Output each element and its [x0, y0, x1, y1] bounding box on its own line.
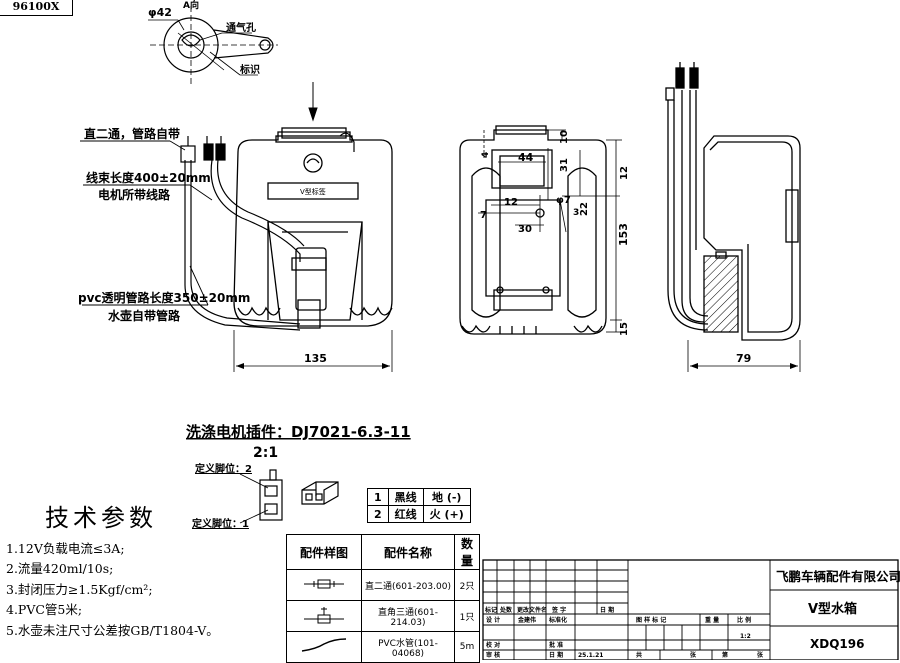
tb-label-count: 处数 — [499, 606, 513, 614]
back-view-dimensions — [478, 129, 622, 333]
tb-scale-label: 比 例 — [737, 616, 751, 624]
tb-approve: 批 准 — [549, 641, 563, 649]
back-dim-10: 10 — [559, 130, 570, 144]
tb-page: 第 — [721, 651, 728, 659]
tb-weight: 重 量 — [705, 616, 719, 624]
tech-params: 技术参数 1.12V负载电流≤3A; 2.流量420ml/10s; 3.封闭压力… — [6, 498, 236, 641]
pin-no: 2 — [367, 505, 389, 523]
connector-pin2-label: 定义脚位：2 — [195, 462, 252, 475]
title-block — [482, 559, 899, 660]
back-dim-12a: 12 — [504, 197, 518, 208]
side-view-tank — [665, 62, 801, 372]
pin-wire: 黑线 — [387, 488, 424, 506]
straight-connector-icon — [286, 569, 362, 601]
tb-drawing-no: XDQ196 — [810, 637, 864, 651]
tech-item: 5.水壶未注尺寸公差按GB/T1804-V。 — [6, 622, 219, 638]
view-arrow-label: A向 — [183, 0, 199, 11]
parts-header-image: 配件样图 — [286, 534, 362, 570]
pin-func: 火 (+) — [422, 505, 471, 523]
back-dim-31: 31 — [559, 158, 570, 172]
tech-item: 1.12V负载电流≤3A; — [6, 541, 125, 556]
connector-pin1-label: 定义脚位：1 — [192, 517, 249, 530]
drawing-code-label: 96100X — [12, 0, 60, 13]
front-view-tank — [233, 127, 393, 372]
connector-drawing — [239, 469, 339, 524]
pin-row: 1 黑线 地 (-) — [367, 488, 471, 506]
parts-header-name: 配件名称 — [361, 534, 455, 570]
tb-scale-value: 1:2 — [740, 633, 751, 640]
tb-stage-mark: 图 样 标 记 — [636, 616, 666, 624]
back-dim-3: 3 — [573, 208, 579, 218]
tb-review: 审 核 — [486, 651, 500, 659]
front-callout-pvc-2: 水壶自带管路 — [108, 308, 181, 323]
tb-design: 设 计 — [486, 616, 500, 624]
tb-sheets: 张 — [690, 651, 697, 659]
top-view — [148, 6, 278, 84]
parts-row: 直二通(601-203.00) 2只 — [286, 569, 480, 601]
drawing-code-box: 96100X — [0, 0, 73, 16]
part-qty: 2只 — [454, 569, 480, 601]
part-qty: 1只 — [454, 600, 480, 632]
connector-title: 洗涤电机插件：DJ7021-6.3-11 — [186, 423, 411, 441]
back-dim-153: 153 — [617, 223, 630, 246]
pin-no: 1 — [367, 488, 389, 506]
topview-vent: 通气孔 — [226, 21, 256, 34]
front-callout-leaders — [80, 140, 213, 306]
back-dim-7: 7 — [480, 210, 487, 221]
tb-total: 共 — [636, 651, 642, 659]
tech-item: 3.封闭压力≥1.5Kgf/cm²; — [6, 581, 153, 597]
side-dim-depth: 79 — [736, 352, 751, 365]
pin-func: 地 (-) — [422, 488, 471, 506]
tb-check: 校 对 — [486, 641, 500, 649]
back-dim-12b: 12 — [619, 166, 630, 180]
tb-label-change: 更改文件名 — [517, 606, 547, 614]
back-dim-44: 44 — [518, 151, 534, 164]
front-dim-width: 135 — [304, 352, 327, 365]
back-dim-22: 22 — [579, 202, 590, 216]
tech-title: 技术参数 — [45, 504, 157, 532]
parts-header-qty: 数量 — [454, 534, 480, 570]
tb-date-label: 日 期 — [549, 651, 563, 659]
tb-label-date: 日 期 — [600, 606, 614, 614]
pin-table: 1 黑线 地 (-) 2 红线 火 (+) — [367, 488, 471, 523]
tb-company: 飞鹏车辆配件有限公司 — [776, 569, 900, 584]
pvc-hose-icon — [286, 631, 362, 663]
back-dim-4: 4 — [481, 152, 491, 158]
tb-part-name: V型水箱 — [808, 601, 857, 617]
part-name: PVC水管(101-04068) — [361, 631, 455, 663]
front-label-plate: V型标签 — [300, 187, 326, 196]
front-callout-harness-2: 电机所带线路 — [98, 187, 171, 202]
back-dim-30: 30 — [518, 224, 532, 235]
part-name: 直角三通(601-214.03) — [361, 600, 455, 632]
tb-label-mark: 标记 — [484, 606, 497, 614]
back-view-tank — [459, 125, 607, 335]
tech-item: 4.PVC管5米; — [6, 602, 83, 618]
back-dim-15: 15 — [619, 322, 630, 336]
tb-date-value: 25.1.21 — [578, 652, 603, 659]
part-name: 直二通(601-203.00) — [361, 569, 455, 601]
parts-row: 直角三通(601-214.03) 1只 — [286, 600, 480, 632]
front-callout-straight: 直二通，管路自带 — [84, 126, 180, 141]
part-qty: 5m — [454, 631, 480, 663]
pin-wire: 红线 — [387, 505, 424, 523]
tb-label-sign: 签 字 — [551, 606, 566, 614]
back-dim-phi7: φ7 — [556, 195, 571, 206]
front-callout-pvc-1: pvc透明管路长度350±20mm — [78, 290, 250, 305]
front-callout-harness-1: 线束长度400±20mm — [86, 170, 211, 185]
connector-scale: 2:1 — [253, 445, 278, 461]
topview-diameter: φ42 — [148, 6, 172, 19]
parts-row: PVC水管(101-04068) 5m — [286, 631, 480, 663]
pin-row: 2 红线 火 (+) — [367, 505, 471, 523]
topview-mark: 标识 — [239, 63, 260, 76]
tee-connector-icon — [286, 600, 362, 632]
tb-standard: 标准化 — [548, 616, 567, 624]
tb-designer: 金建伟 — [517, 616, 536, 624]
view-arrow — [308, 82, 318, 122]
tb-page-sheets: 张 — [757, 651, 764, 659]
tech-item: 2.流量420ml/10s; — [6, 561, 114, 577]
parts-table: 配件样图 配件名称 数量 直二通(601-203.00) 2只 直角三通(601… — [286, 534, 480, 663]
